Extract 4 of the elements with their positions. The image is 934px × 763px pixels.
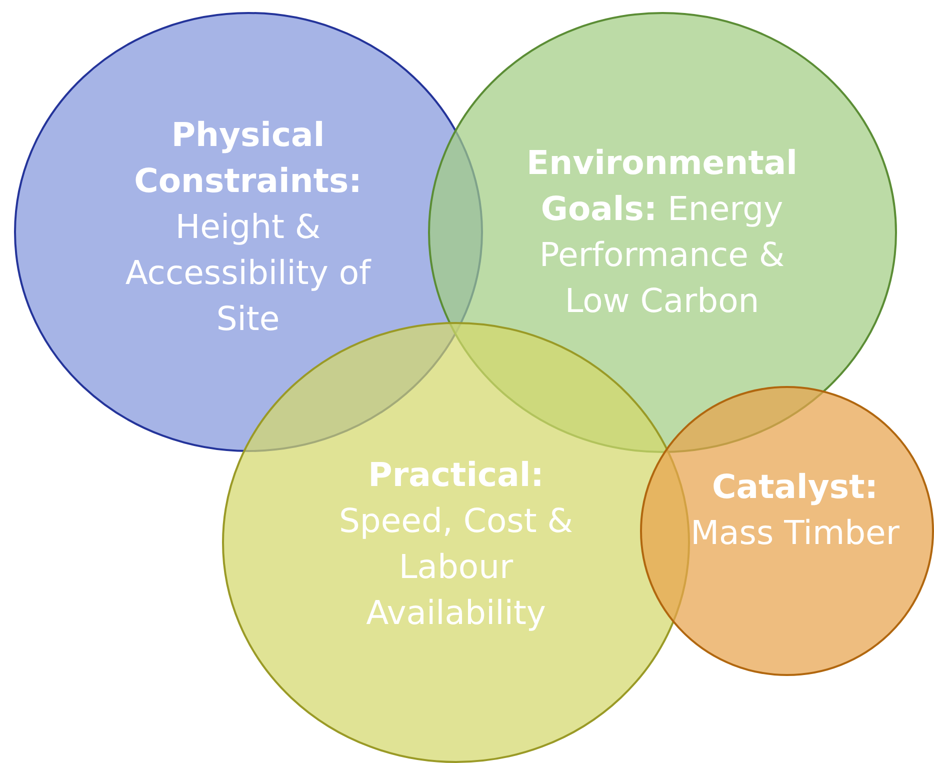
circle-label: Environmental Goals: Energy Performance & Low Carbon	[526, 142, 798, 322]
circle-label: Catalyst: Mass Timber	[690, 466, 900, 554]
circle-label: Practical: Speed, Cost & Labour Availability	[338, 454, 574, 634]
circle-label: Physical Constraints: Height & Accessibility of Site	[124, 114, 372, 340]
